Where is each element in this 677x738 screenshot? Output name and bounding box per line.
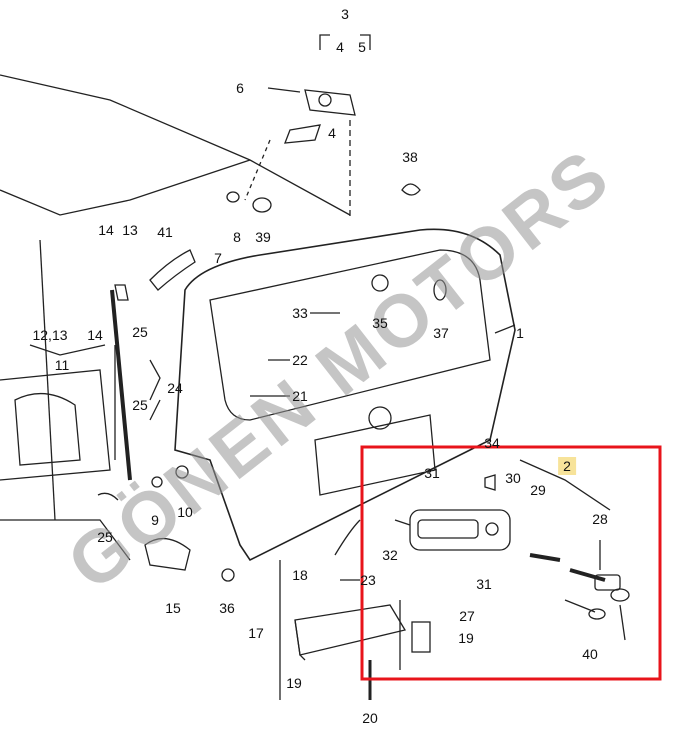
callout-36: 36 (219, 600, 235, 616)
callout-38: 38 (402, 149, 418, 165)
callout-39: 39 (255, 229, 271, 245)
callout-4b: 4 (328, 125, 336, 141)
callout-27: 27 (459, 608, 475, 624)
callout-31b: 31 (476, 576, 492, 592)
callout-40: 40 (582, 646, 598, 662)
callout-35: 35 (372, 315, 388, 331)
callout-41: 41 (157, 224, 173, 240)
callout-17: 17 (248, 625, 264, 641)
callout-15: 15 (165, 600, 181, 616)
callout-14: 14 (98, 222, 114, 238)
callout-18: 18 (292, 567, 308, 583)
callout-13: 13 (122, 222, 138, 238)
callout-28: 28 (592, 511, 608, 527)
callout-10: 10 (177, 504, 193, 520)
callout-9: 9 (151, 512, 159, 528)
callout-19: 19 (458, 630, 474, 646)
callout-22: 22 (292, 352, 308, 368)
callout-14b: 14 (87, 327, 103, 343)
callout-23: 23 (360, 572, 376, 588)
callout-25: 25 (132, 324, 148, 340)
callout-32: 32 (382, 547, 398, 563)
callout-2-highlighted[interactable]: 2 (558, 457, 576, 475)
callout-7: 7 (214, 250, 222, 266)
callout-33: 33 (292, 305, 308, 321)
callout-12-13: 12,13 (32, 327, 68, 343)
callout-6: 6 (236, 80, 244, 96)
callout-25b: 25 (132, 397, 148, 413)
callout-29: 29 (530, 482, 546, 498)
callout-20: 20 (362, 710, 378, 726)
callout-25c: 25 (97, 529, 113, 545)
callout-34: 34 (484, 435, 500, 451)
callout-8: 8 (233, 229, 241, 245)
callout-19b: 19 (286, 675, 302, 691)
callout-11: 11 (54, 357, 70, 373)
callout-37: 37 (433, 325, 449, 341)
callout-3: 3 (341, 6, 349, 22)
callout-21: 21 (292, 388, 308, 404)
callout-24: 24 (167, 380, 183, 396)
callout-30: 30 (505, 470, 521, 486)
callout-4: 4 (336, 39, 344, 55)
highlight-box (360, 445, 662, 681)
callout-5: 5 (358, 39, 366, 55)
callout-1: 1 (516, 325, 524, 341)
callout-31: 31 (424, 465, 440, 481)
